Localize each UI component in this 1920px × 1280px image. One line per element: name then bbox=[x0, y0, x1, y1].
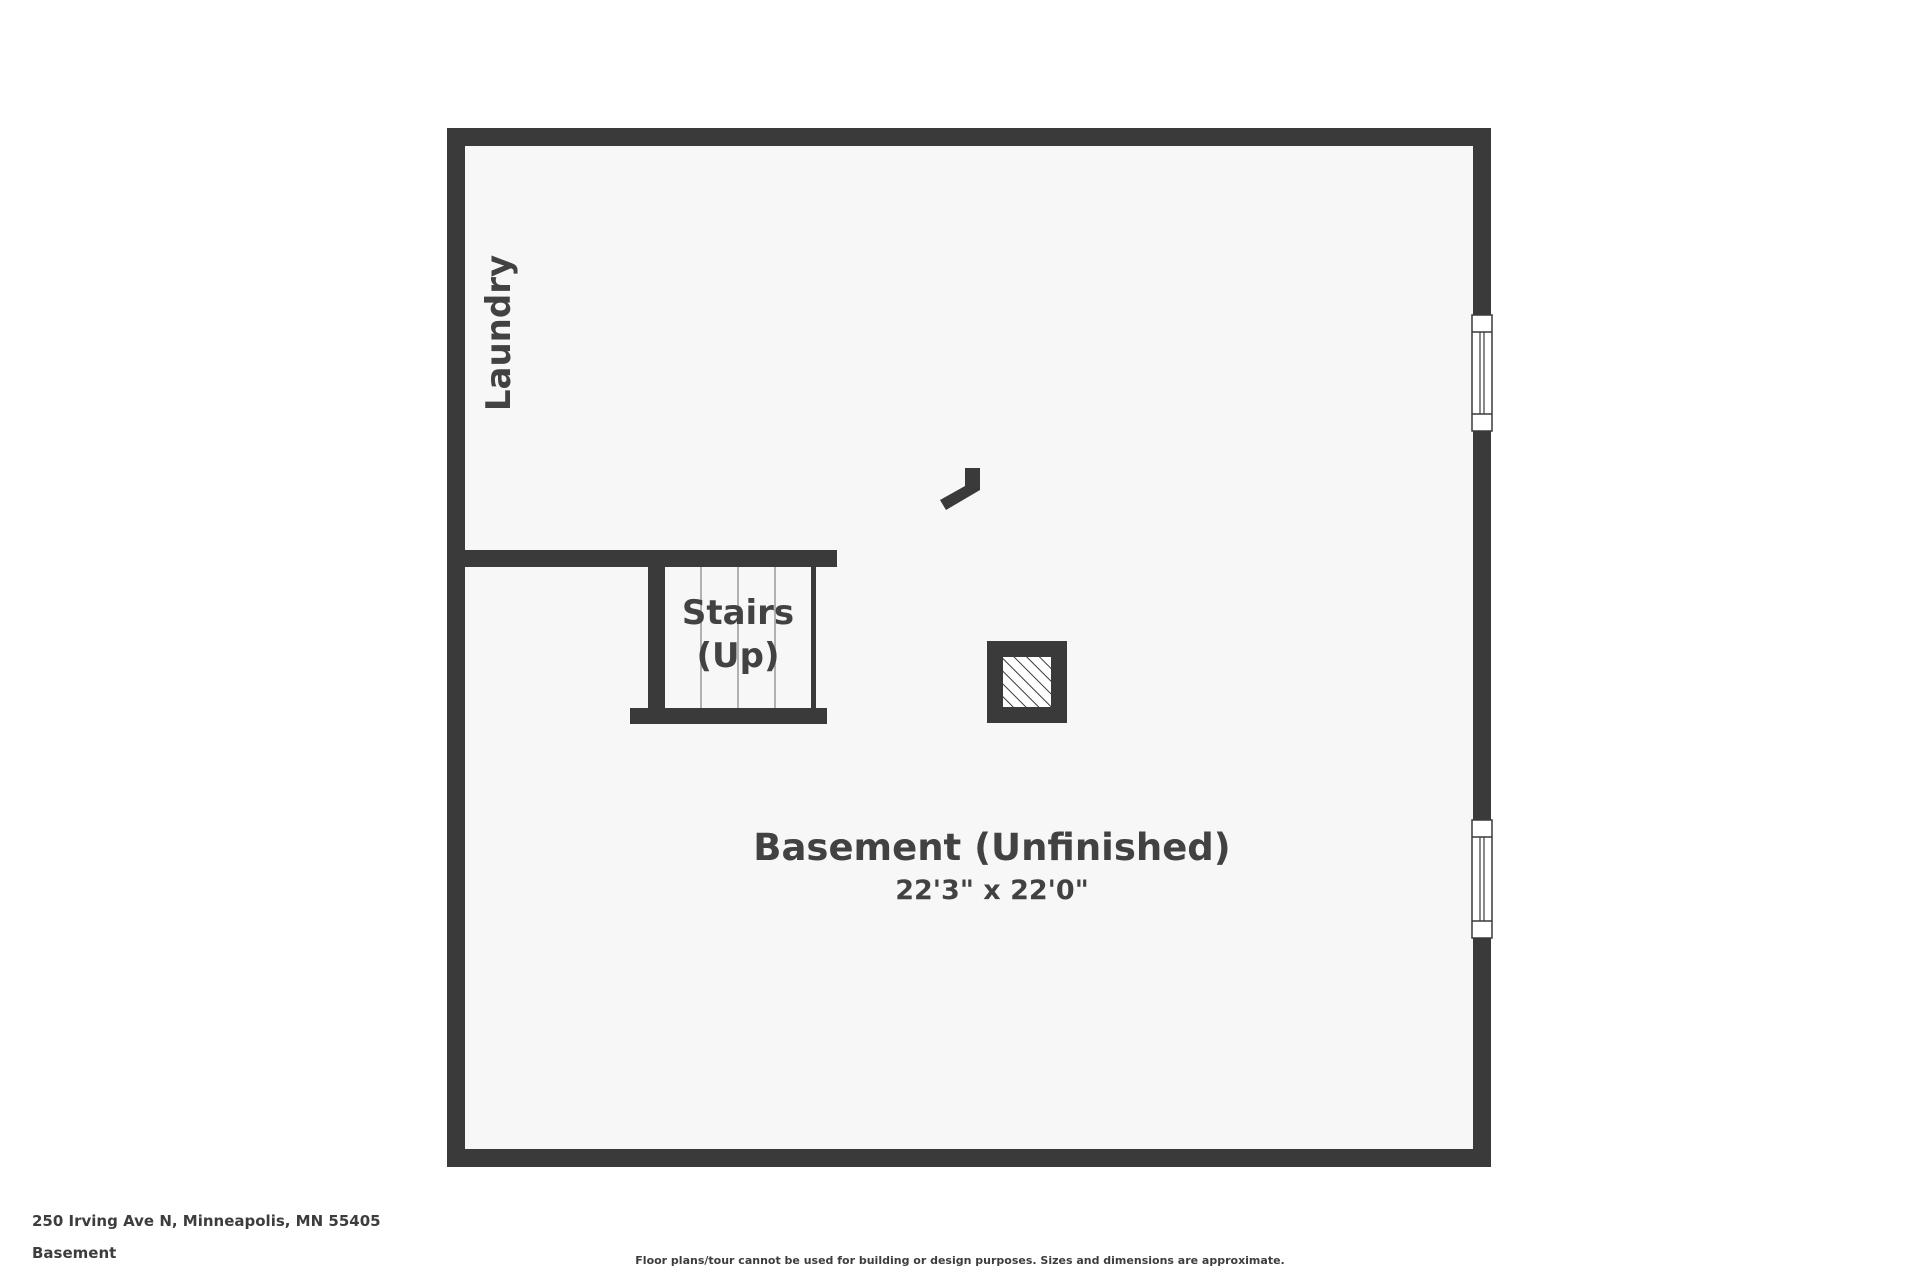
stairs-left-wall bbox=[648, 562, 665, 724]
stairs-label-line1: Stairs bbox=[682, 593, 794, 633]
room-name-label: Basement (Unfinished) bbox=[753, 826, 1230, 869]
laundry-partition-wall bbox=[456, 550, 837, 567]
duct-segment bbox=[940, 468, 980, 510]
chimney-column bbox=[987, 641, 1067, 723]
wall-top bbox=[447, 128, 1491, 146]
room-dimensions-label: 22'3" x 22'0" bbox=[895, 875, 1089, 906]
laundry-label: Laundry bbox=[479, 255, 519, 411]
wall-right bbox=[1473, 128, 1491, 1167]
stairs-label-line2: (Up) bbox=[696, 636, 779, 676]
stairs-right-rail bbox=[811, 562, 816, 712]
window-upper bbox=[1471, 314, 1493, 432]
window-lower bbox=[1471, 819, 1493, 939]
floor-name: Basement bbox=[32, 1244, 117, 1262]
wall-bottom bbox=[447, 1149, 1491, 1167]
basement-floor bbox=[456, 137, 1482, 1158]
property-address: 250 Irving Ave N, Minneapolis, MN 55405 bbox=[32, 1212, 381, 1230]
interior-walls bbox=[456, 550, 837, 724]
disclaimer-text: Floor plans/tour cannot be used for buil… bbox=[635, 1254, 1285, 1267]
stairs-treads bbox=[700, 567, 776, 708]
stairs-bottom-wall bbox=[630, 708, 827, 724]
wall-left bbox=[447, 128, 465, 1167]
